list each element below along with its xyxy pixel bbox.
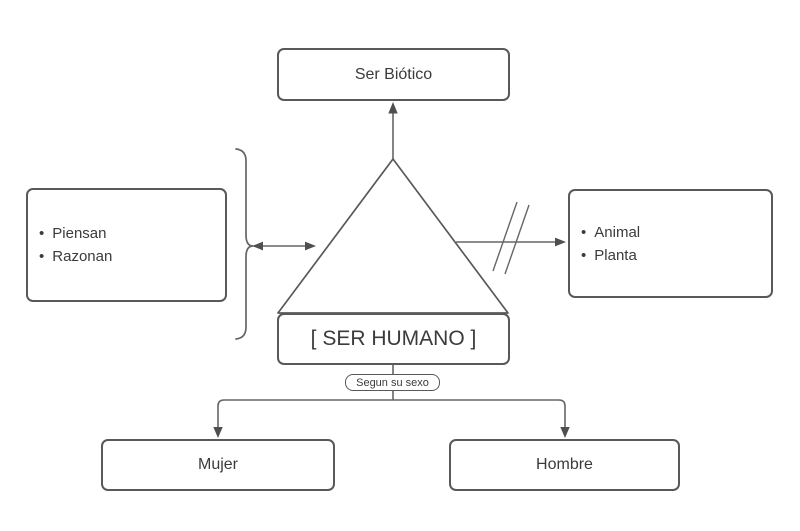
node-no-es: • Animal • Planta xyxy=(568,189,773,298)
node-ser-humano: [ SER HUMANO ] xyxy=(277,313,510,365)
arrow-to-hombre xyxy=(560,427,570,438)
bullet-icon: • xyxy=(39,225,45,242)
list-item-label: Razonan xyxy=(52,248,113,265)
arrow-to-ser-biotico xyxy=(388,102,398,159)
list-item-label: Animal xyxy=(594,223,641,241)
list-item: • Piensan xyxy=(39,222,106,245)
node-mujer: Mujer xyxy=(101,439,335,491)
node-hombre: Hombre xyxy=(449,439,680,491)
list-item: • Animal xyxy=(581,221,640,244)
branch-label-segun-su-sexo: Segun su sexo xyxy=(345,374,440,391)
node-caracteristicas: • Piensan • Razonan xyxy=(26,188,227,302)
node-mujer-label: Mujer xyxy=(197,456,238,473)
list-item: • Planta xyxy=(581,244,637,267)
arrow-to-mujer xyxy=(213,427,223,438)
curly-brace-icon xyxy=(235,148,254,340)
list-item-label: Planta xyxy=(594,246,637,264)
negation-slash xyxy=(504,204,530,275)
triangle-shape xyxy=(277,158,509,314)
node-hombre-label: Hombre xyxy=(536,456,593,473)
branch-right xyxy=(393,399,566,428)
double-headed-arrow xyxy=(252,241,316,251)
bullet-icon: • xyxy=(39,248,45,265)
node-ser-biotico: Ser Biótico xyxy=(277,48,510,101)
bullet-icon: • xyxy=(581,246,587,264)
list-item-label: Piensan xyxy=(52,225,107,242)
negation-slash xyxy=(492,201,518,272)
negation-arrow-to-animal-planta xyxy=(456,201,566,275)
list-item: • Razonan xyxy=(39,245,112,268)
node-ser-humano-label: [ SER HUMANO ] xyxy=(310,327,477,350)
branch-left xyxy=(217,399,393,428)
bullet-icon: • xyxy=(581,223,587,241)
node-ser-biotico-label: Ser Biótico xyxy=(354,65,433,83)
branch-label-text: Segun su sexo xyxy=(356,376,429,389)
